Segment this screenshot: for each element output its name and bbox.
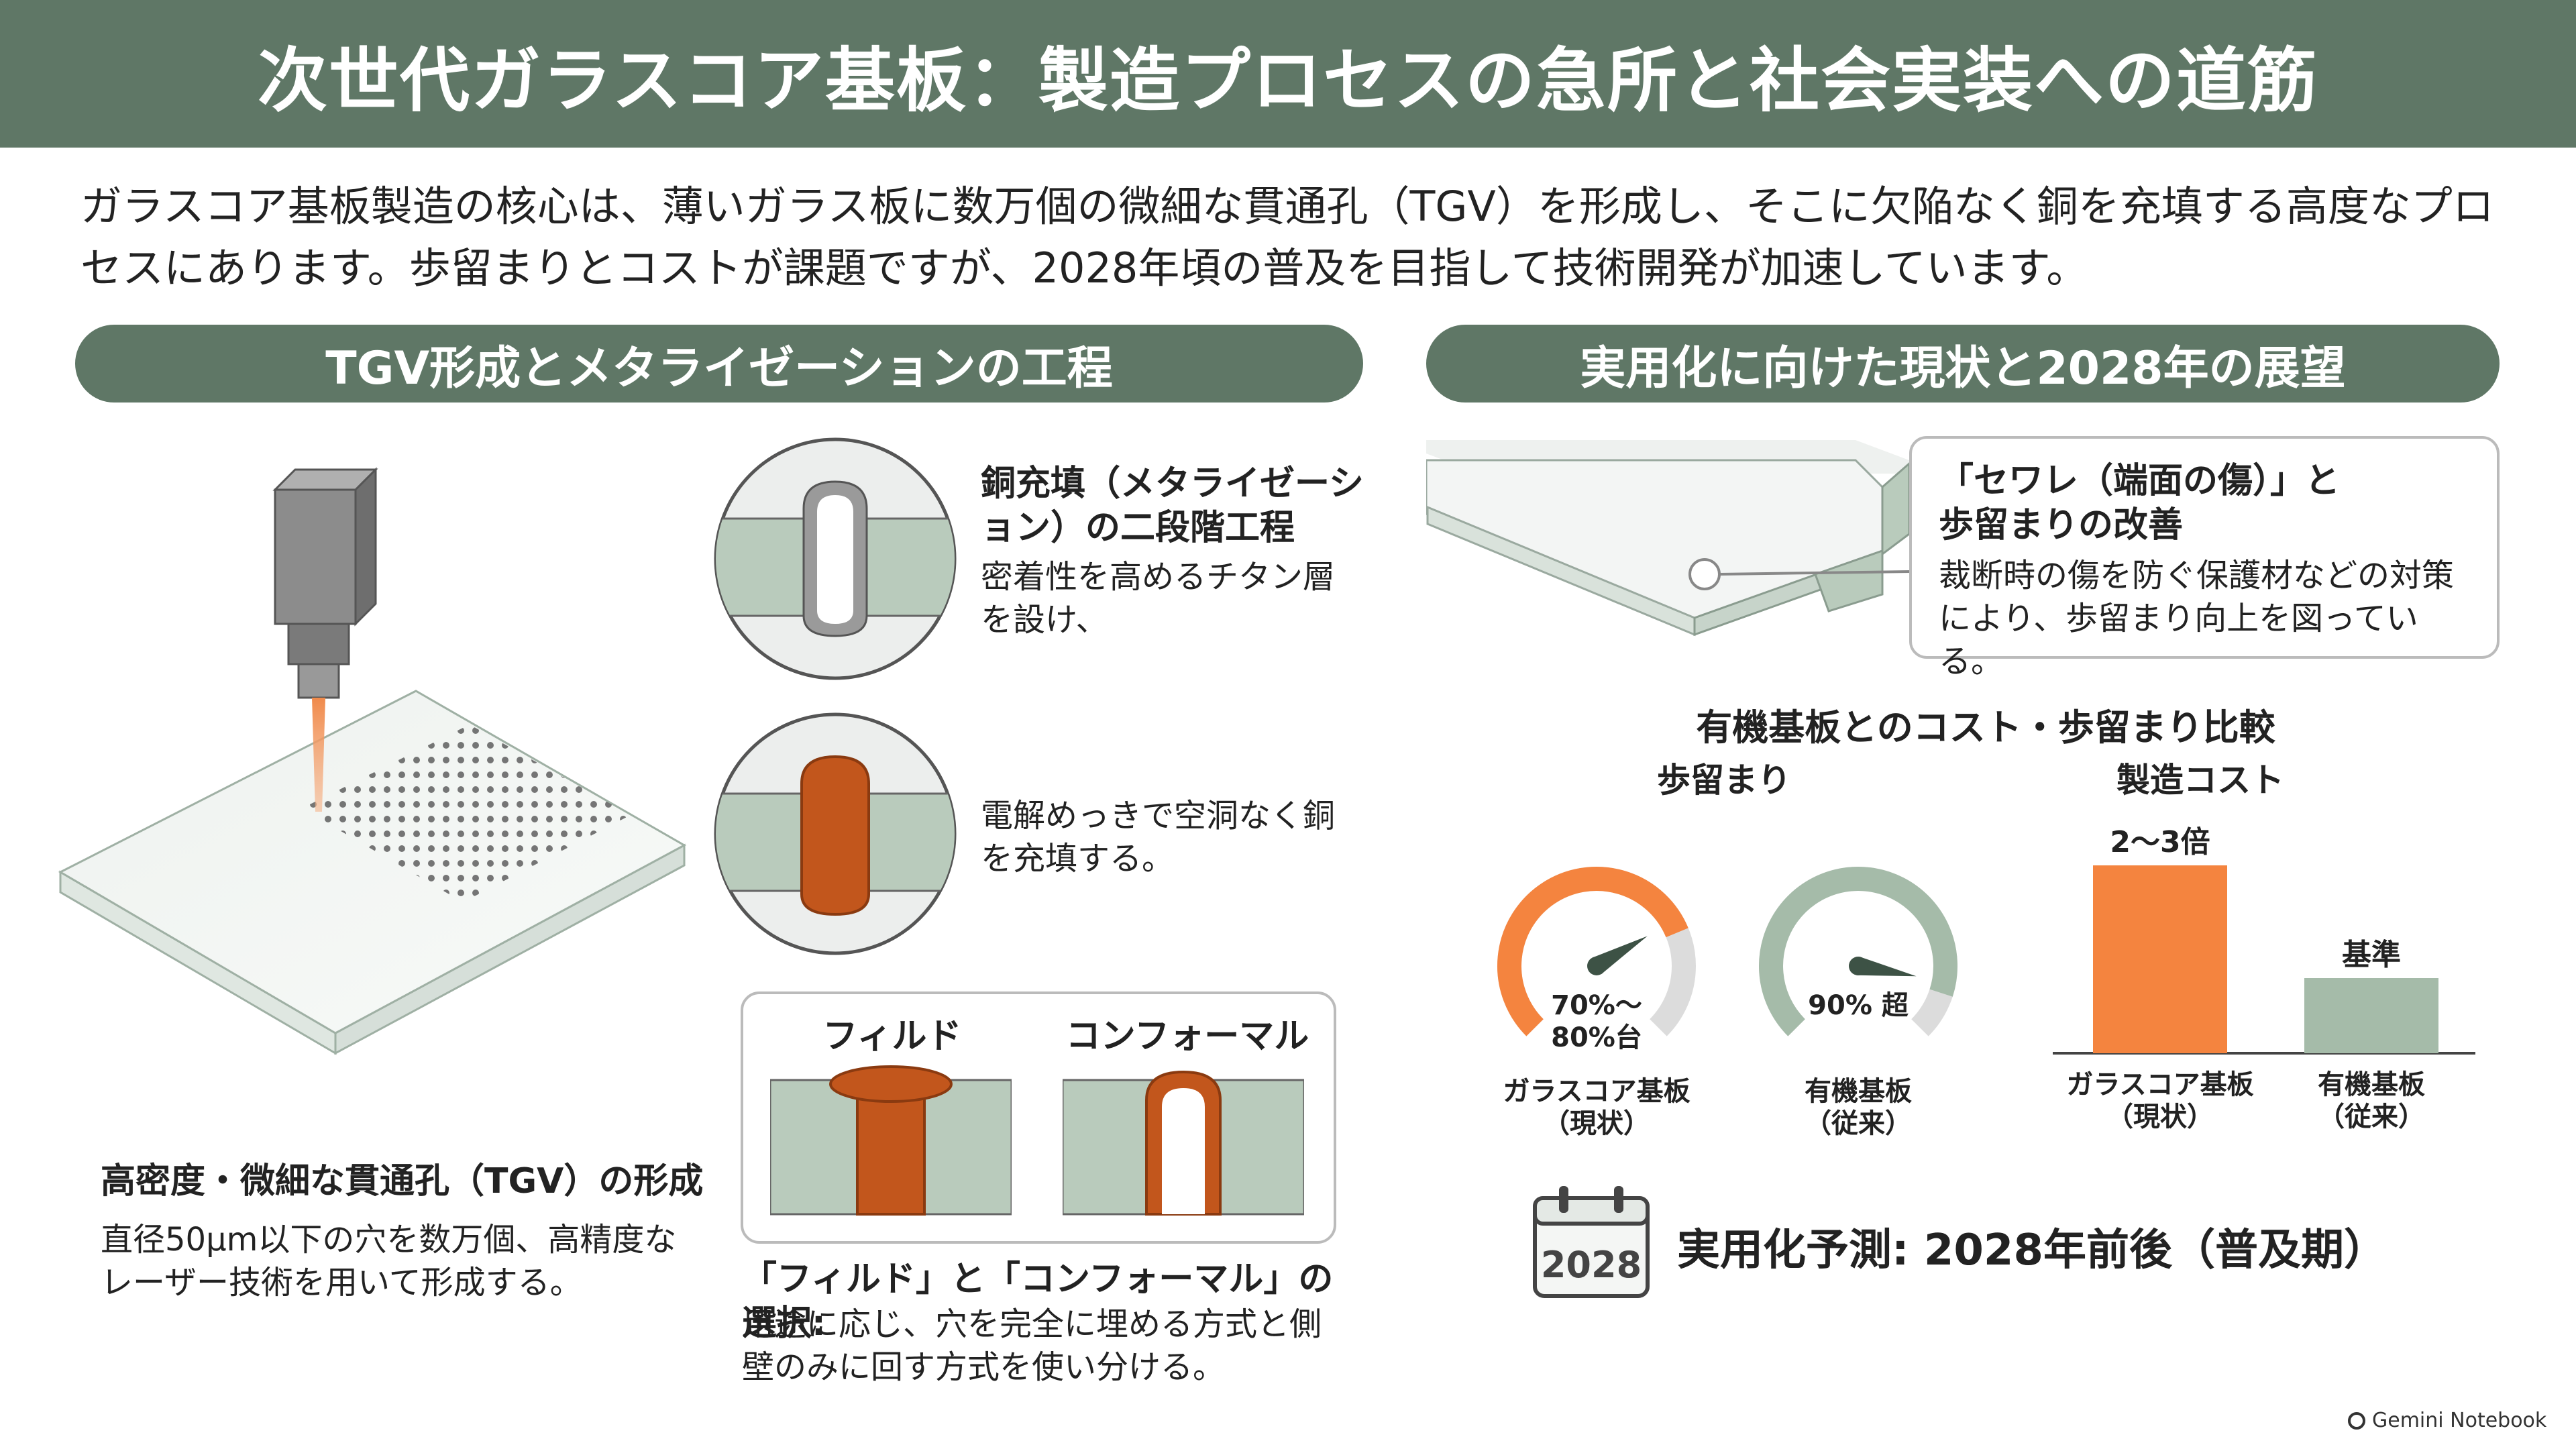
calendar-icon: 2028 (1533, 1186, 1650, 1298)
cost-bar-value-label-0: 2～3倍 (2110, 825, 2210, 859)
cost-bar-1 (2304, 978, 2438, 1053)
gauge-category-label-0: ガラスコア基板（現状） (1503, 1076, 1690, 1139)
copper-fill-heading: 銅充填（メタライゼーション）の二段階工程 (981, 464, 1364, 548)
selection-body: 用途に応じ、穴を完全に埋める方式と側壁のみに回す方式を使い分ける。 (742, 1305, 1322, 1386)
cost-chart-title: 製造コスト (2116, 761, 2284, 800)
chipping-heading: 「セワレ（端面の傷）」と歩留まりの改善 (1939, 461, 2341, 545)
filled-label: フィルド (822, 1016, 962, 1057)
intro-text: ガラスコア基板製造の核心は、薄いガラス板に数万個の微細な貫通孔（TGV）を形成し… (80, 182, 2494, 292)
cost-bar-category-label-0: ガラスコア基板（現状） (2066, 1069, 2253, 1132)
right-section-header: 実用化に向けた現状と2028年の展望 (1426, 325, 2500, 402)
tgv-heading: 高密度・微細な貫通孔（TGV）の形成 (101, 1161, 704, 1201)
brand-mark: Gemini Notebook (2348, 1409, 2563, 1432)
left-section-header: TGV形成とメタライゼーションの工程 (75, 325, 1363, 402)
gauge-hub-0 (1587, 957, 1606, 975)
ti-layer-cross-section (714, 437, 957, 680)
forecast-text: 実用化予測: 2028年前後（普及期） (1677, 1226, 2387, 1275)
gauge-category-label-1: 有機基板（従来） (1805, 1076, 1912, 1139)
copper-step2-text: 電解めっきで空洞なく銅を充填する。 (981, 797, 1336, 877)
comparison-title: 有機基板とのコスト・歩留まり比較 (1696, 706, 2275, 749)
cost-bar-category-label-1: 有機基板（従来） (2318, 1069, 2425, 1132)
cost-bar-0 (2093, 865, 2227, 1053)
filled-via-diagram (770, 1065, 1012, 1216)
brand-label: Gemini Notebook (2372, 1409, 2547, 1432)
svg-text:2028: 2028 (1541, 1244, 1642, 1286)
chipping-body: 裁断時の傷を防ぐ保護材などの対策により、歩留まり向上を図っている。 (1939, 557, 2455, 680)
yield-chart-title: 歩留まり (1657, 761, 1791, 800)
gauge-value-label-0: 70%～80%台 (1551, 990, 1642, 1053)
conformal-via-diagram (1063, 1070, 1304, 1216)
glass-panel-illustration (58, 467, 687, 1055)
glass-edge-illustration (1426, 440, 1911, 637)
cost-bar-value-label-1: 基準 (2342, 938, 2401, 972)
gauge-value-label-1: 90% 超 (1808, 990, 1909, 1021)
conformal-label: コンフォーマル (1065, 1016, 1309, 1057)
gauge-hub-1 (1849, 957, 1868, 975)
copper-step1-text: 密着性を高めるチタン層を設け、 (981, 558, 1336, 639)
via-type-comparison-box (741, 991, 1336, 1244)
selection-heading: 「フィルド」と「コンフォーマル」の選択: (742, 1259, 1334, 1344)
gauge-needle-1 (1856, 957, 1917, 977)
page-title: 次世代ガラスコア基板：製造プロセスの急所と社会実装への道筋 (258, 39, 2318, 121)
cu-fill-cross-section (714, 712, 957, 955)
gemini-logo-icon (2348, 1411, 2365, 1430)
gauge-fill-0 (1497, 867, 1688, 1036)
tgv-body: 直径50µm以下の穴を数万個、高精度なレーザー技術を用いて形成する。 (101, 1221, 677, 1301)
gauge-fill-1 (1759, 867, 1957, 1036)
chipping-callout (1909, 436, 2500, 659)
title-bar: 次世代ガラスコア基板：製造プロセスの急所と社会実装への道筋 (0, 0, 2576, 148)
